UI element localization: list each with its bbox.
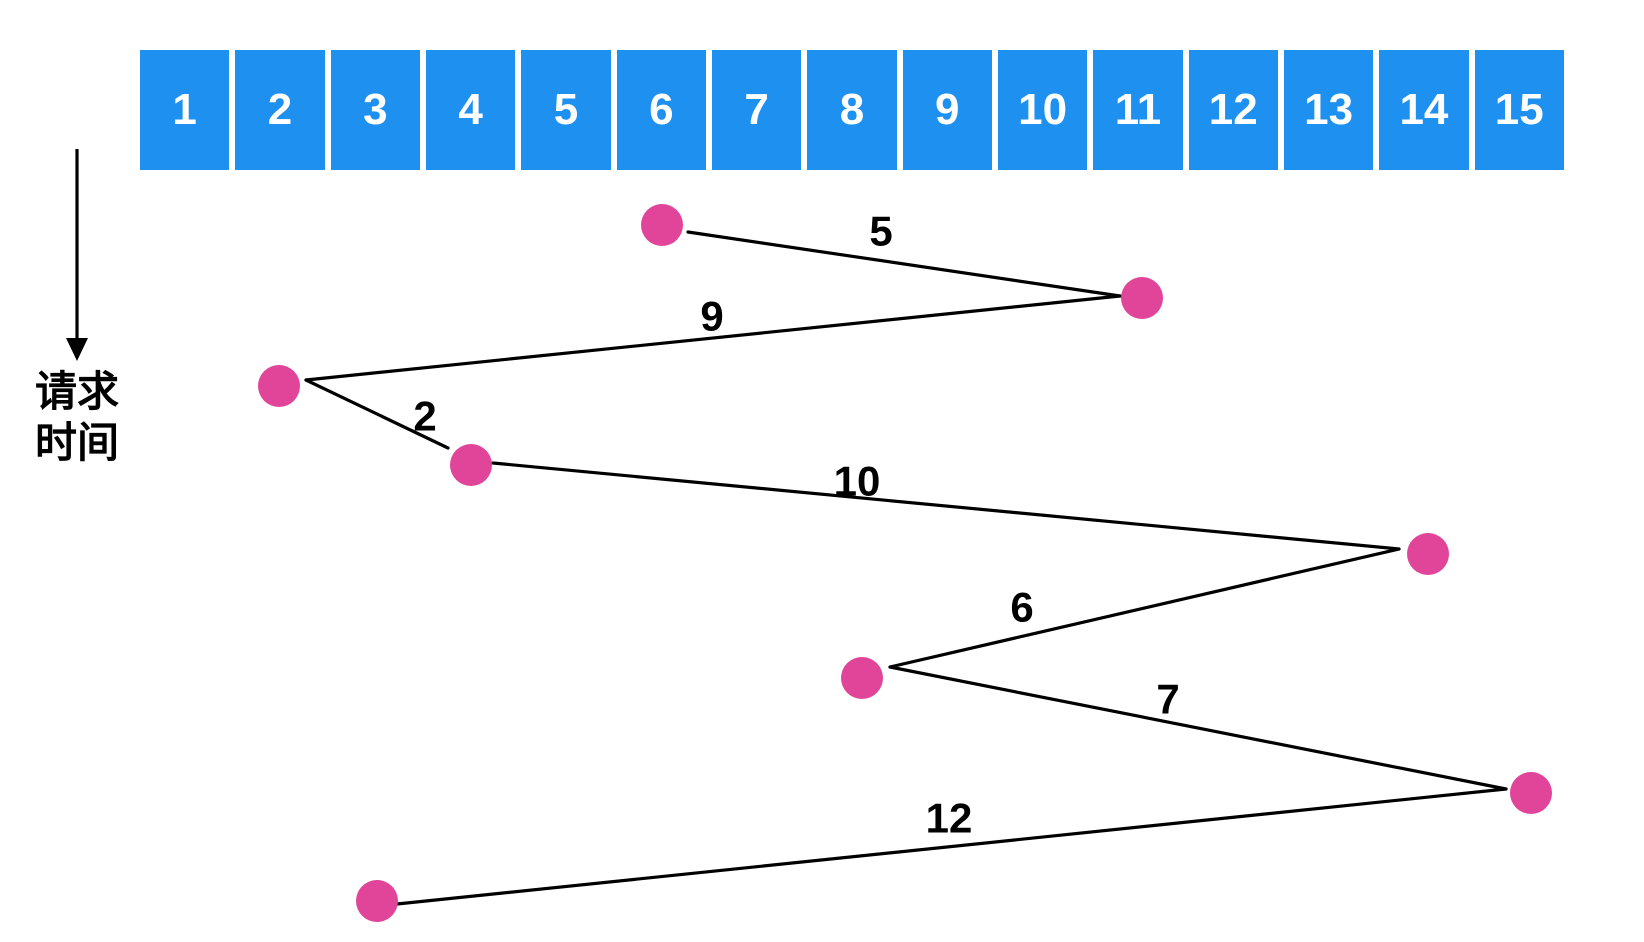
track-block: 14: [1379, 50, 1469, 170]
track-block: 11: [1093, 50, 1183, 170]
track-block: 10: [997, 50, 1088, 170]
track-block: 6: [616, 50, 706, 170]
seek-line: [395, 787, 1508, 906]
seek-line: [304, 378, 450, 450]
request-dot: [258, 365, 300, 407]
request-dot: [1407, 533, 1449, 575]
seek-distance-label: 12: [926, 795, 973, 842]
track-block: 3: [330, 50, 420, 170]
track-block: 12: [1188, 50, 1278, 170]
time-axis-label-line1: 请求: [34, 368, 119, 415]
seek-line: [888, 547, 1401, 669]
request-dot: [1121, 277, 1163, 319]
request-dot: [841, 657, 883, 699]
track-block: 1: [140, 50, 230, 170]
track-block: 8: [807, 50, 897, 170]
track-block: 13: [1283, 50, 1374, 170]
request-dot: [1510, 772, 1552, 814]
seek-line: [304, 294, 1122, 382]
seek-line: [491, 461, 1401, 551]
track-block: 2: [235, 50, 325, 170]
track-block: 4: [425, 50, 516, 170]
seek-distance-label: 5: [869, 208, 892, 255]
seek-distance-label: 7: [1156, 676, 1179, 723]
seek-distance-label: 9: [700, 293, 723, 340]
seek-distance-label: 6: [1010, 584, 1033, 631]
track-block: 7: [711, 50, 802, 170]
down-arrow-icon: [66, 338, 88, 361]
request-dot: [356, 880, 398, 922]
seek-distance-label: 2: [413, 393, 436, 440]
track-block: 15: [1474, 50, 1564, 170]
time-axis-label: 请求 时间: [22, 366, 132, 468]
seek-distance-label: 10: [834, 458, 881, 505]
request-dot: [450, 444, 492, 486]
seek-line: [686, 230, 1122, 298]
seek-line: [888, 665, 1508, 791]
track-block: 5: [521, 50, 611, 170]
request-dot: [641, 204, 683, 246]
time-axis-label-line2: 时间: [34, 419, 119, 466]
track-block: 9: [902, 50, 992, 170]
